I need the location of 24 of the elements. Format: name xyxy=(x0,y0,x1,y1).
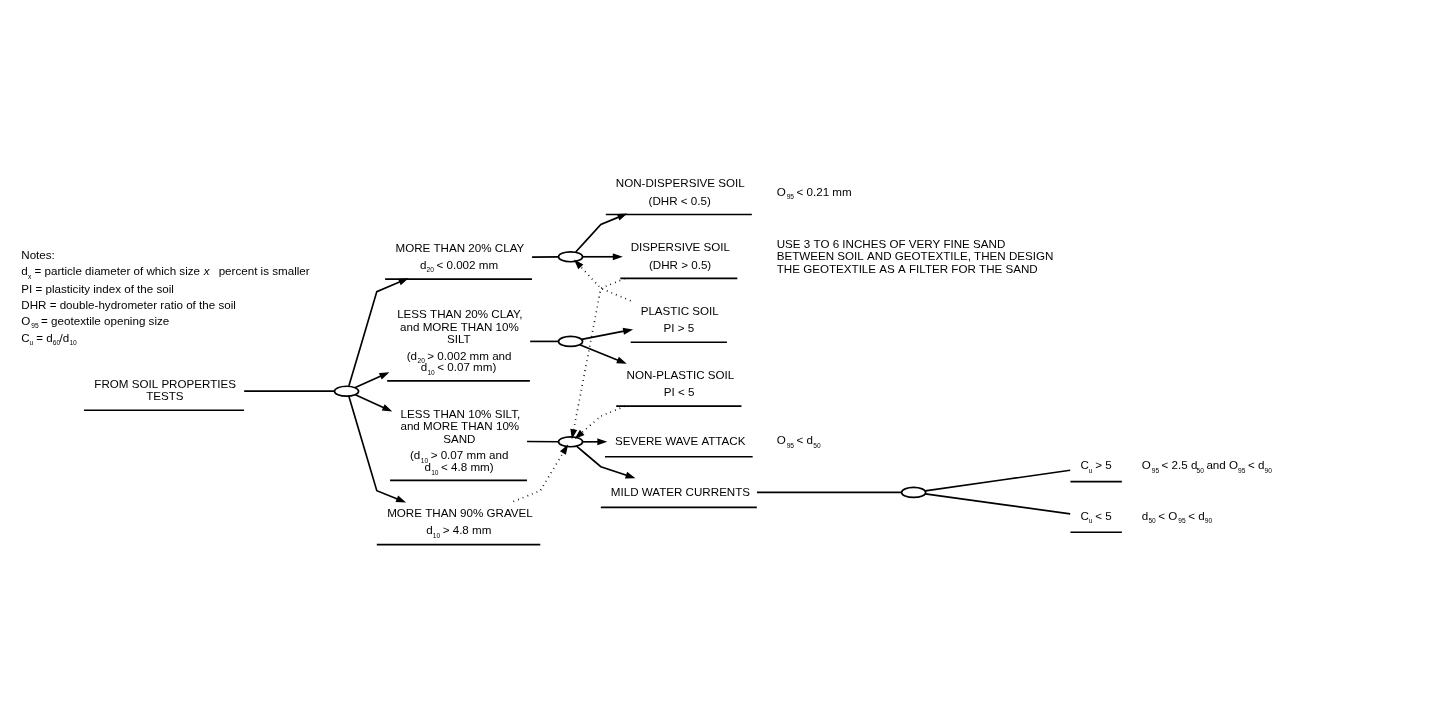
label: C$_{u}$ = d$_{60}$/d$_{10}$ xyxy=(21,330,77,346)
node-text: NON-PLASTIC SOIL PI < 5 xyxy=(626,367,735,398)
node-text: FROM SOIL PROPERTIES TESTS xyxy=(94,376,237,402)
label: PI = plasticity index of the soil xyxy=(21,281,174,295)
label: DHR = double-hydrometer ratio of the soil xyxy=(21,297,236,311)
label: Notes: xyxy=(21,247,55,261)
label: O$_{95}$ = geotextile opening size xyxy=(21,313,170,329)
node-text: C$_{u}$ < 5 xyxy=(1080,508,1112,524)
node-text: SEVERE WAVE ATTACK xyxy=(614,433,746,447)
node-label: USE 3 TO 6 INCHES OF VERY FINE SAND BETWEEN SOIL AND GEOTEXTILE, THEN DESIGN THE GEOTEXTILE AS A FILTER FOR THE SAND xyxy=(776,236,1054,275)
node-text: MILD WATER CURRENTS xyxy=(610,484,751,498)
node-label: O$_{95}$ < 2.5 d$_{50}$ and O$_{95}$ < d$_{90}$ xyxy=(1141,457,1272,474)
node-label: d$_{50}$ < O$_{95}$ < d$_{90}$ xyxy=(1141,508,1213,524)
node-text: MORE THAN 90% GRAVEL d$_{10}$ > 4.8 mm xyxy=(387,505,533,539)
node-label: O$_{95}$ < d$_{50}$ xyxy=(776,432,821,449)
node-text: DISPERSIVE SOIL (DHR > 0.5) xyxy=(630,239,731,271)
node-text: LESS THAN 10% SILT, and MORE THAN 10% SAND (d$_{10}$ > 0.07 mm and d$_{10}$ < 4.8 mm) xyxy=(400,406,521,475)
node-text: LESS THAN 20% CLAY, and MORE THAN 10% SILT (d$_{20}$ > 0.002 mm and d$_{10}$ < 0.07 mm) xyxy=(397,306,523,376)
node-text: NON-DISPERSIVE SOIL (DHR < 0.5) xyxy=(615,175,745,207)
node-text: MORE THAN 20% CLAY d$_{20}$ < 0.002 mm xyxy=(395,240,525,273)
node-text: PLASTIC SOIL PI > 5 xyxy=(640,303,719,334)
node-label: O$_{95}$ < 0.21 mm xyxy=(776,184,852,200)
label: d$_{x}$ = particle diameter of which size x percent is smaller xyxy=(21,263,310,280)
node-text: C$_{u}$ > 5 xyxy=(1080,457,1112,474)
